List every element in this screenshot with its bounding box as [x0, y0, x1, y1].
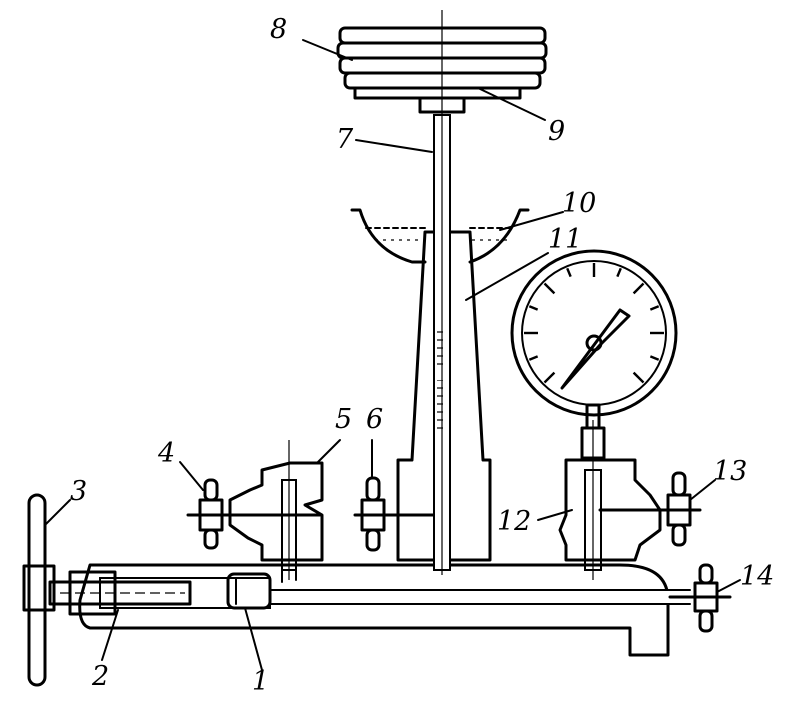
gauge-tick [528, 355, 539, 361]
handwheel [27, 493, 47, 687]
label-6: 6 [366, 404, 383, 435]
part-labels: 8 9 7 10 11 5 6 4 3 2 1 12 13 14 [70, 14, 774, 697]
base-body [78, 563, 691, 657]
gauge-tick [649, 305, 660, 311]
valve-handle-6 [353, 476, 447, 552]
plunger [226, 572, 272, 610]
label-13: 13 [713, 456, 747, 487]
gauge-tick [649, 355, 660, 361]
label-10: 10 [562, 188, 596, 219]
leader-lines [44, 39, 741, 671]
gauge-tick [528, 305, 539, 311]
label-11: 11 [548, 224, 582, 255]
pressure-gauge [510, 249, 678, 417]
label-9: 9 [548, 116, 565, 147]
label-7: 7 [336, 124, 354, 155]
label-5: 5 [335, 404, 352, 435]
piston-column [350, 10, 530, 575]
gauge-tick [543, 371, 556, 384]
label-1: 1 [252, 666, 269, 697]
label-2: 2 [91, 661, 109, 692]
right-valve [558, 403, 702, 580]
gauge-tick [632, 371, 645, 384]
label-3: 3 [70, 476, 87, 507]
screw-press [22, 493, 272, 687]
label-12: 12 [497, 506, 531, 537]
label-8: 8 [270, 14, 287, 45]
left-valve [186, 440, 324, 583]
gauge-tick [632, 282, 645, 295]
label-4: 4 [157, 438, 175, 469]
gauge-tick [566, 267, 572, 278]
label-14: 14 [740, 561, 774, 592]
gauge-tick [543, 282, 556, 295]
weights [336, 26, 548, 114]
spindle [48, 580, 192, 606]
gauge-needle [560, 308, 631, 390]
gauge-tick [616, 267, 622, 278]
valve-handle-14 [668, 563, 732, 633]
